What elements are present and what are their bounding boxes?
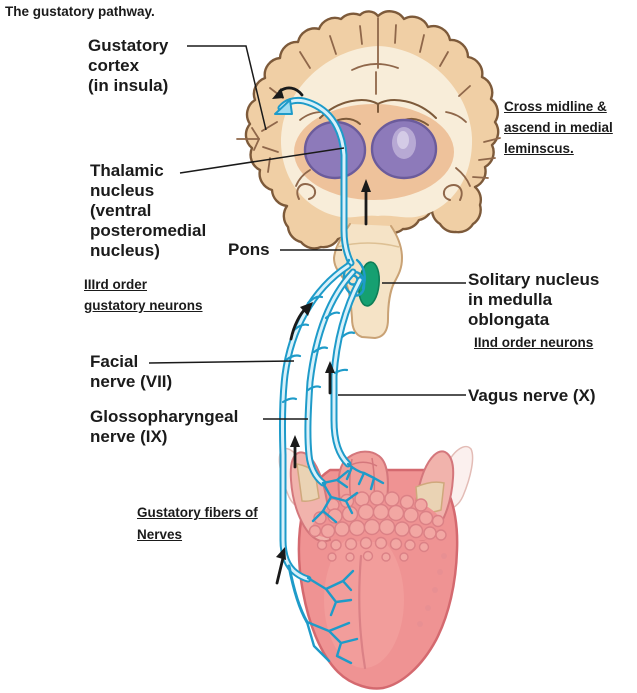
vagus-nerve-core — [332, 278, 362, 466]
leader-thalamic-nucleus — [179, 147, 345, 174]
vagus-nerve-branches — [345, 462, 385, 491]
direction-arrow-midbrain — [361, 179, 371, 226]
label-line: oblongata — [468, 310, 550, 329]
label-line: (in insula) — [88, 76, 169, 95]
brainstem — [332, 223, 404, 340]
glossopharyngeal-nerve-branches — [311, 469, 359, 524]
direction-arrow-mid-nerve — [290, 435, 300, 469]
direction-arrows — [272, 86, 371, 585]
temporal-lobe-curls — [296, 183, 463, 201]
label-line: Gustatory fibers of — [137, 505, 258, 520]
facial-nerve-branches — [305, 569, 359, 665]
label-line: (ventral — [90, 201, 152, 220]
tongue-margin-papillae — [417, 553, 447, 627]
label-line: Solitary nucleus — [468, 270, 600, 289]
label-pons: Pons — [228, 240, 270, 259]
label-line: Cross midline & — [504, 99, 607, 114]
label-vagus-nerve: Vagus nerve (X) — [468, 386, 596, 405]
label-line: nerve (VII) — [90, 372, 173, 391]
label-line: nerve (IX) — [90, 427, 168, 446]
label-gustatory-cortex: Gustatory cortex (in insula) — [88, 36, 168, 96]
label-line: Thalamic — [90, 161, 164, 180]
tract-arrowhead — [274, 99, 293, 115]
label-line: Glossopharyngeal — [90, 407, 239, 426]
tongue-median-groove — [358, 554, 367, 670]
direction-arrow-cortex — [272, 86, 304, 99]
brain-sulci-lines — [236, 17, 501, 187]
label-cross-midline: Cross midline & ascend in medial leminsc… — [504, 96, 613, 159]
thalamus-right-core — [397, 131, 409, 149]
label-glossopharyngeal-nerve: Glossopharyngeal nerve (IX) — [90, 407, 238, 447]
label-line: nucleus) — [90, 241, 160, 260]
circumvallate-papillae — [308, 490, 447, 562]
label-line: posteromedial — [90, 221, 207, 240]
figure-title: The gustatory pathway. — [5, 4, 155, 19]
label-line: nucleus — [90, 181, 155, 200]
label-line: Nerves — [137, 527, 183, 542]
tongue — [278, 445, 474, 690]
label-line: leminscus. — [504, 141, 574, 156]
label-solitary-nucleus: Solitary nucleus in medulla oblongata — [468, 270, 599, 330]
label-line: IInd order neurons — [474, 335, 594, 350]
label-facial-nerve: Facial nerve (VII) — [90, 352, 172, 392]
label-line: Facial — [90, 352, 139, 371]
label-line: in medulla — [468, 290, 553, 309]
label-third-order-neurons: IIIrd order gustatory neurons — [84, 274, 203, 316]
central-tract-core — [279, 98, 353, 265]
label-line: IIIrd order — [84, 277, 148, 292]
glossopharyngeal-nerve-core — [306, 270, 355, 485]
gustatory-pathway-fibers — [274, 96, 385, 665]
brain-coronal-section — [236, 10, 501, 250]
direction-arrow-vagus — [325, 361, 335, 395]
label-line: ascend in medial — [504, 120, 613, 135]
facial-nerve-core — [280, 264, 350, 581]
label-line: gustatory neurons — [84, 298, 203, 313]
leader-lines — [148, 45, 466, 420]
leader-gustatory-cortex — [187, 45, 267, 131]
label-line: Gustatory — [88, 36, 169, 55]
brainstem-outline — [332, 223, 404, 340]
label-thalamic-nucleus: Thalamic nucleus (ventral posteromedial … — [90, 161, 206, 261]
tongue-center-highlight — [324, 532, 404, 668]
label-gustatory-fibers: Gustatory fibers of Nerves — [137, 502, 258, 546]
direction-arrow-lower-nerve — [275, 547, 286, 585]
label-line: cortex — [88, 56, 140, 75]
leader-facial-nerve — [148, 360, 295, 364]
label-second-order-neurons: IInd order neurons — [474, 332, 593, 353]
facial-lower-ramus — [287, 564, 309, 624]
nerve-twigs — [281, 295, 356, 404]
direction-arrow-nerve-fan — [289, 302, 313, 341]
